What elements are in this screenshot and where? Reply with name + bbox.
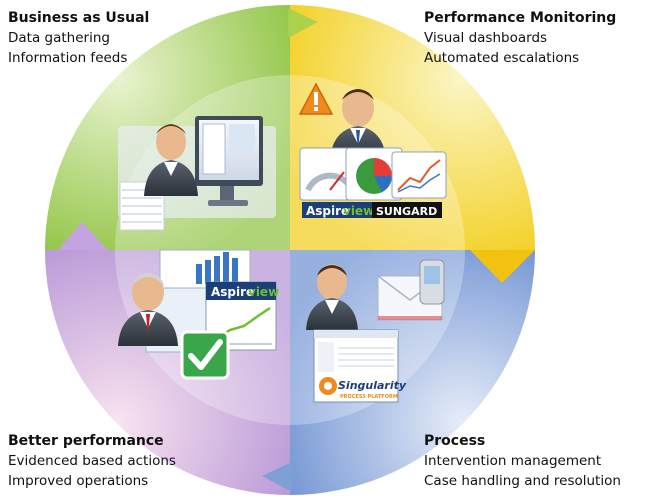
aspire-logo-text: Aspire: [306, 204, 349, 218]
checkmark-icon: [180, 330, 230, 380]
caption-title: Process: [424, 433, 486, 449]
caption-better-performance: Better performance Evidenced based actio…: [8, 431, 176, 491]
view-logo-text: view: [343, 204, 374, 218]
warning-icon: [298, 82, 334, 115]
arrow-head-right: [470, 250, 535, 283]
caption-line: Visual dashboards: [424, 30, 548, 46]
arrow-head-top: [288, 8, 318, 38]
caption-line: Data gathering: [8, 30, 110, 46]
aspireview-window: Aspire view: [205, 281, 279, 351]
better-performance-illustration: Aspire view: [118, 249, 279, 380]
view-window-text: view: [248, 285, 279, 299]
process-illustration: Singularity PROCESS PLATFORM: [306, 259, 445, 403]
caption-line: Automated escalations: [424, 50, 580, 66]
sungard-logo-text: SUNGARD: [376, 205, 437, 218]
aspire-window-text: Aspire: [211, 285, 254, 299]
caption-line: Case handling and resolution: [424, 473, 621, 489]
aspireview-logo-top: Aspire view: [302, 202, 374, 218]
caption-line: Improved operations: [8, 473, 149, 489]
arrow-head-left: [58, 222, 108, 250]
business-as-usual-illustration: [118, 116, 276, 231]
line-chart-dashboard: [391, 151, 447, 199]
caption-line: Intervention management: [424, 453, 602, 469]
singularity-subtitle: PROCESS PLATFORM: [340, 394, 398, 400]
caption-performance-monitoring: Performance Monitoring Visual dashboards…: [424, 8, 616, 68]
caption-business-as-usual: Business as Usual Data gathering Informa…: [8, 8, 149, 68]
caption-process: Process Intervention management Case han…: [424, 431, 621, 491]
caption-line: Evidenced based actions: [8, 453, 176, 469]
singularity-window: Singularity PROCESS PLATFORM: [313, 329, 407, 403]
caption-title: Business as Usual: [8, 10, 150, 26]
caption-line: Information feeds: [8, 50, 128, 66]
sungard-logo: SUNGARD: [372, 202, 442, 218]
phone-icon: [419, 259, 445, 305]
performance-monitoring-illustration: Aspire view SUNGARD: [298, 82, 447, 218]
pie-dashboard: [345, 147, 403, 201]
caption-title: Performance Monitoring: [424, 10, 617, 26]
singularity-logo-text: Singularity: [338, 379, 407, 392]
caption-title: Better performance: [8, 433, 164, 449]
arrow-head-bottom: [262, 462, 292, 492]
